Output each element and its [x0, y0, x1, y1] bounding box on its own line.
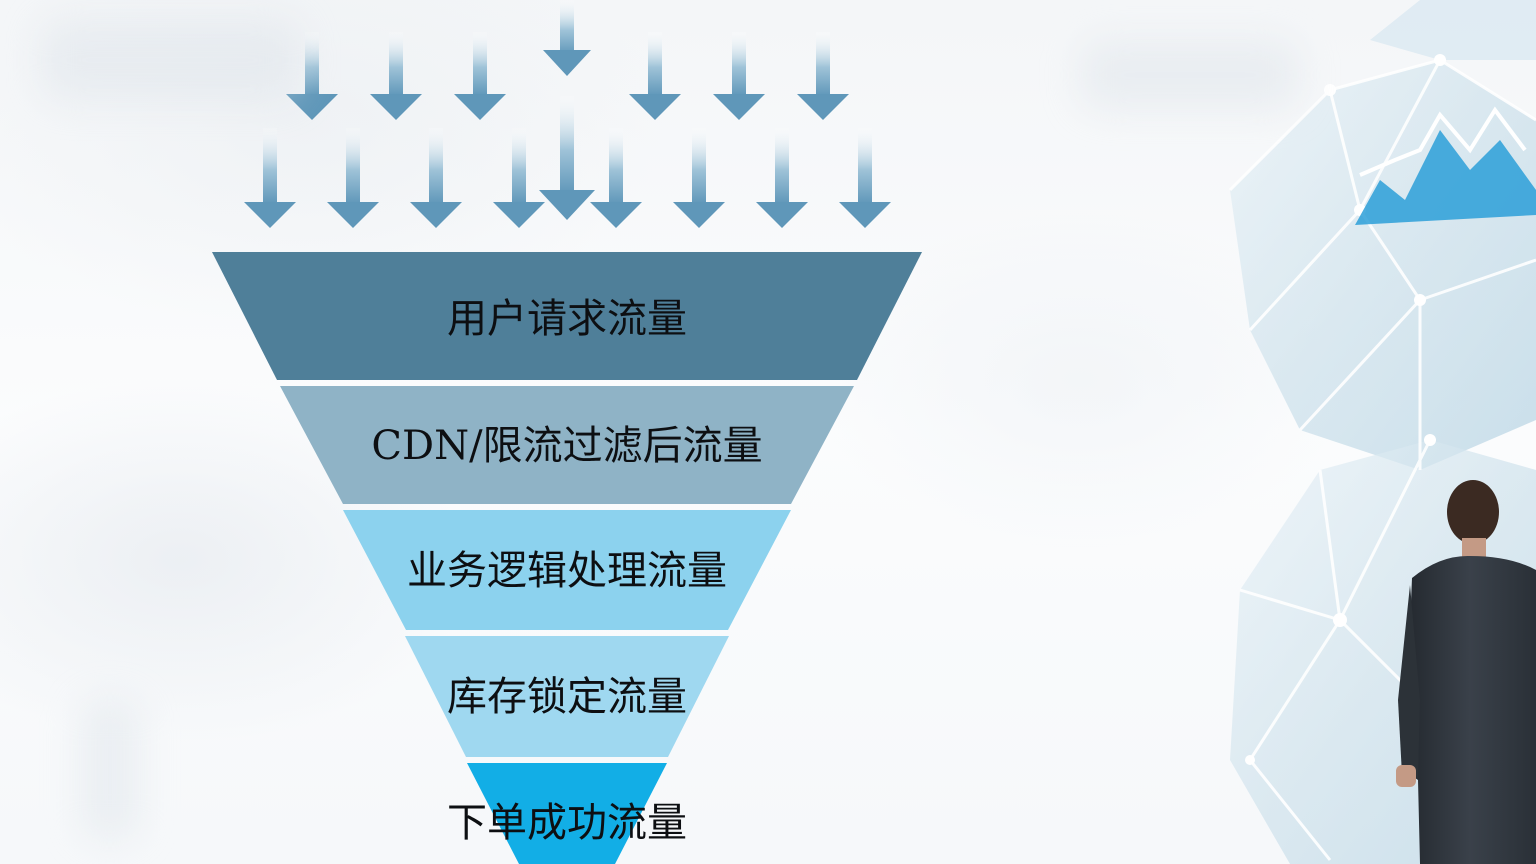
mini-chart-graphic [1355, 106, 1536, 225]
arrow-icon [539, 96, 595, 220]
funnel-stage-business-logic: 业务逻辑处理流量 [343, 510, 791, 630]
funnel-stage-inventory-lock: 库存锁定流量 [405, 636, 729, 757]
funnel-stage-label: CDN/限流过滤后流量 [371, 423, 762, 469]
arrow-icon [629, 32, 681, 120]
funnel-stage-label: 库存锁定流量 [447, 674, 687, 720]
arrow-icon [797, 32, 849, 120]
arrow-icon [543, 0, 591, 76]
funnel-stage-label: 下单成功流量 [447, 800, 687, 846]
arrow-icon [493, 128, 545, 228]
funnel-stage-request: 用户请求流量 [212, 252, 922, 380]
arrow-icon [673, 128, 725, 228]
arrow-icon [454, 32, 506, 120]
funnel-stage-cdn-filtered: CDN/限流过滤后流量 [280, 386, 854, 504]
funnel-stage-label: 用户请求流量 [447, 296, 687, 342]
businessman-figure [1396, 480, 1536, 864]
arrow-icon [244, 128, 296, 228]
funnel-stage-order-success: 下单成功流量 [447, 763, 687, 864]
arrow-icon [756, 128, 808, 228]
arrow-icon [410, 128, 462, 228]
funnel: 用户请求流量 CDN/限流过滤后流量 业务逻辑处理流量 库存锁定流量 下单成功流… [212, 252, 922, 864]
arrow-icon [713, 32, 765, 120]
background-blur [1080, 40, 1300, 110]
arrow-icon [286, 32, 338, 120]
background-blur [80, 700, 140, 840]
funnel-stage-label: 业务逻辑处理流量 [407, 548, 727, 594]
background-blur [40, 20, 300, 100]
arrow-icon [327, 128, 379, 228]
incoming-arrows [244, 0, 891, 228]
arrow-icon [839, 128, 891, 228]
arrow-icon [370, 32, 422, 120]
arrow-icon [590, 128, 642, 228]
